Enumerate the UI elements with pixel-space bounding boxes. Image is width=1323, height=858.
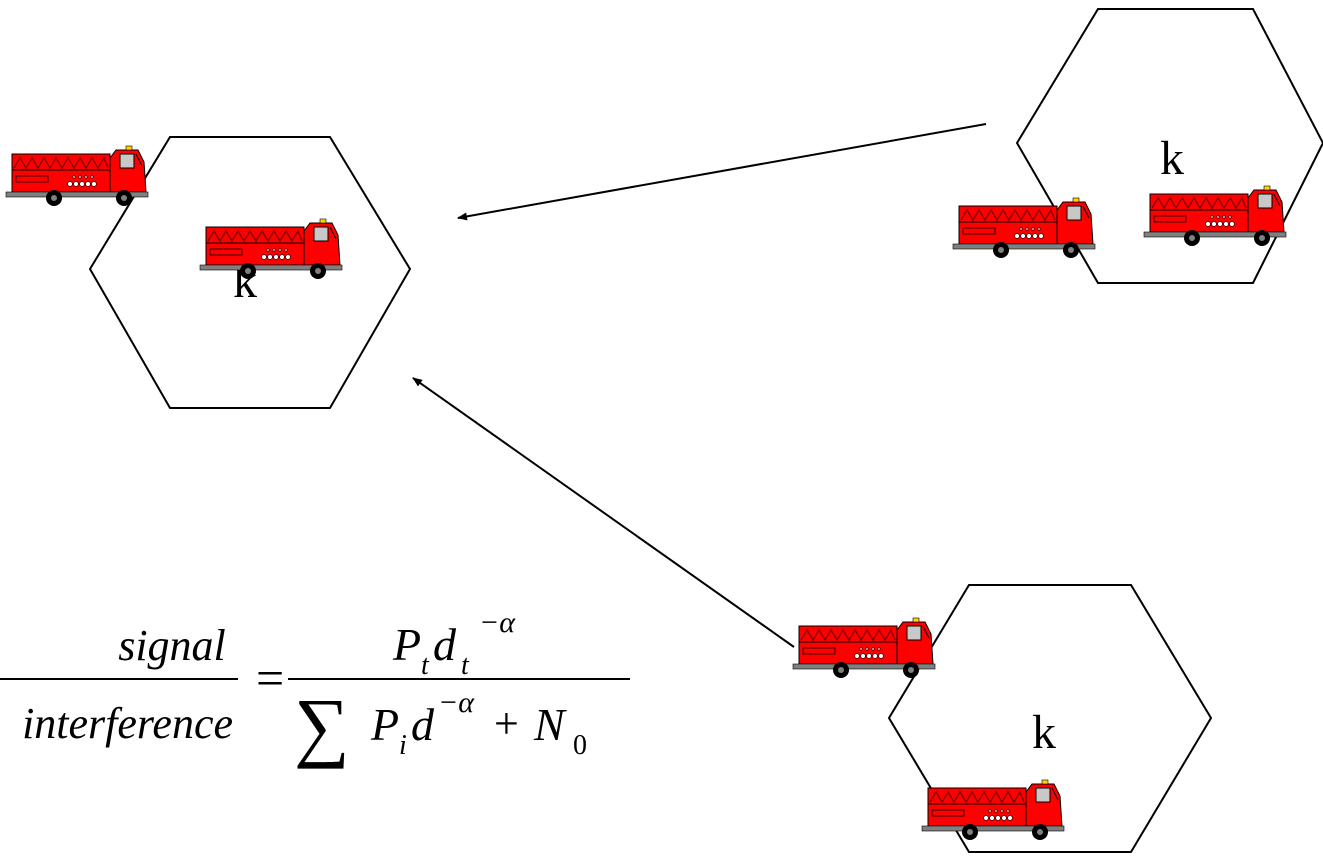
rhs-denominator-N: N	[533, 699, 567, 750]
fire-truck-icon	[952, 197, 1096, 259]
interference-arrow-bottom	[412, 377, 795, 648]
fire-truck-icon	[1143, 185, 1287, 247]
fire-truck-icon	[921, 779, 1065, 841]
bottom-right-cell-label: k	[1032, 706, 1056, 759]
fire-truck-icon	[199, 218, 343, 280]
sinr-formula: signal interference = P t d t −α ∑ P i d…	[0, 606, 630, 769]
interference-arrow-top	[457, 123, 987, 221]
top-right-cell-hexagon	[1015, 8, 1323, 284]
equals-sign: =	[256, 650, 284, 706]
lhs-denominator: interference	[22, 699, 233, 748]
rhs-denominator-sum: ∑	[294, 682, 350, 769]
rhs-numerator-exponent: −α	[479, 606, 516, 639]
fire-truck-icon	[5, 145, 149, 207]
rhs-denominator-plus: +	[494, 699, 519, 748]
rhs-denominator-P-sub: i	[399, 730, 407, 761]
top-right-cell-label: k	[1160, 132, 1184, 185]
rhs-denominator-P: P	[370, 699, 399, 750]
rhs-numerator-P-sub: t	[421, 650, 430, 681]
bottom-right-cell-hexagon	[887, 584, 1213, 853]
lhs-numerator: signal	[118, 621, 226, 670]
fire-truck-icon	[792, 617, 936, 679]
rhs-denominator-N-sub: 0	[573, 730, 587, 761]
center-cell-hexagon	[88, 136, 412, 409]
rhs-numerator-d-sub: t	[461, 650, 470, 681]
rhs-numerator-d: d	[433, 619, 457, 670]
rhs-numerator-P: P	[392, 619, 421, 670]
rhs-denominator-d: d	[411, 699, 435, 750]
rhs-denominator-exponent: −α	[438, 686, 475, 719]
